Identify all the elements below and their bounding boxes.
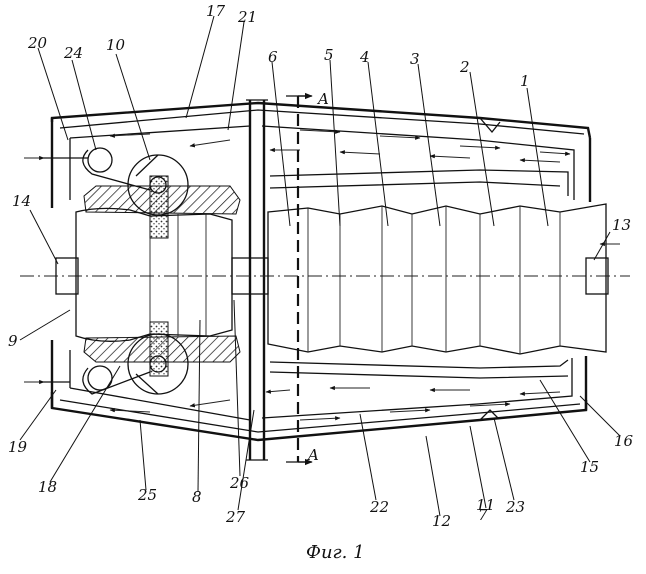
label-20: 20 — [27, 34, 48, 52]
label-3: 3 — [410, 50, 420, 68]
label-17: 17 — [206, 2, 226, 20]
label-24: 24 — [63, 44, 83, 62]
shaft — [20, 258, 630, 294]
label-13: 13 — [612, 216, 631, 234]
reference-labels: 1 2 3 4 5 6 7 8 9 10 11 12 13 14 15 16 1… — [8, 2, 634, 530]
label-12: 12 — [432, 512, 451, 530]
label-26: 26 — [229, 474, 250, 492]
section-marker-bottom: A — [306, 446, 319, 464]
injector-loop-top — [40, 148, 150, 190]
injector-loop-bottom — [40, 366, 150, 394]
section-marker-top: A — [316, 90, 329, 108]
label-6: 6 — [268, 48, 278, 66]
label-16: 16 — [614, 432, 634, 450]
section-line: A A — [286, 90, 329, 464]
label-10: 10 — [106, 36, 126, 54]
label-22: 22 — [369, 498, 389, 516]
label-18: 18 — [38, 478, 57, 496]
label-27: 27 — [225, 508, 246, 526]
label-19: 19 — [8, 438, 28, 456]
figure-caption: Фиг. 1 — [306, 542, 365, 563]
label-4: 4 — [359, 48, 370, 66]
label-2: 2 — [459, 58, 470, 76]
label-11: 11 — [476, 496, 495, 514]
label-21: 21 — [237, 8, 257, 26]
label-23: 23 — [505, 498, 525, 516]
label-14: 14 — [12, 192, 31, 210]
label-15: 15 — [580, 458, 599, 476]
outer-housing — [52, 100, 590, 460]
label-8: 8 — [192, 488, 202, 506]
label-25: 25 — [137, 486, 157, 504]
label-9: 9 — [8, 332, 18, 350]
label-5: 5 — [324, 46, 334, 64]
label-1: 1 — [520, 72, 530, 90]
